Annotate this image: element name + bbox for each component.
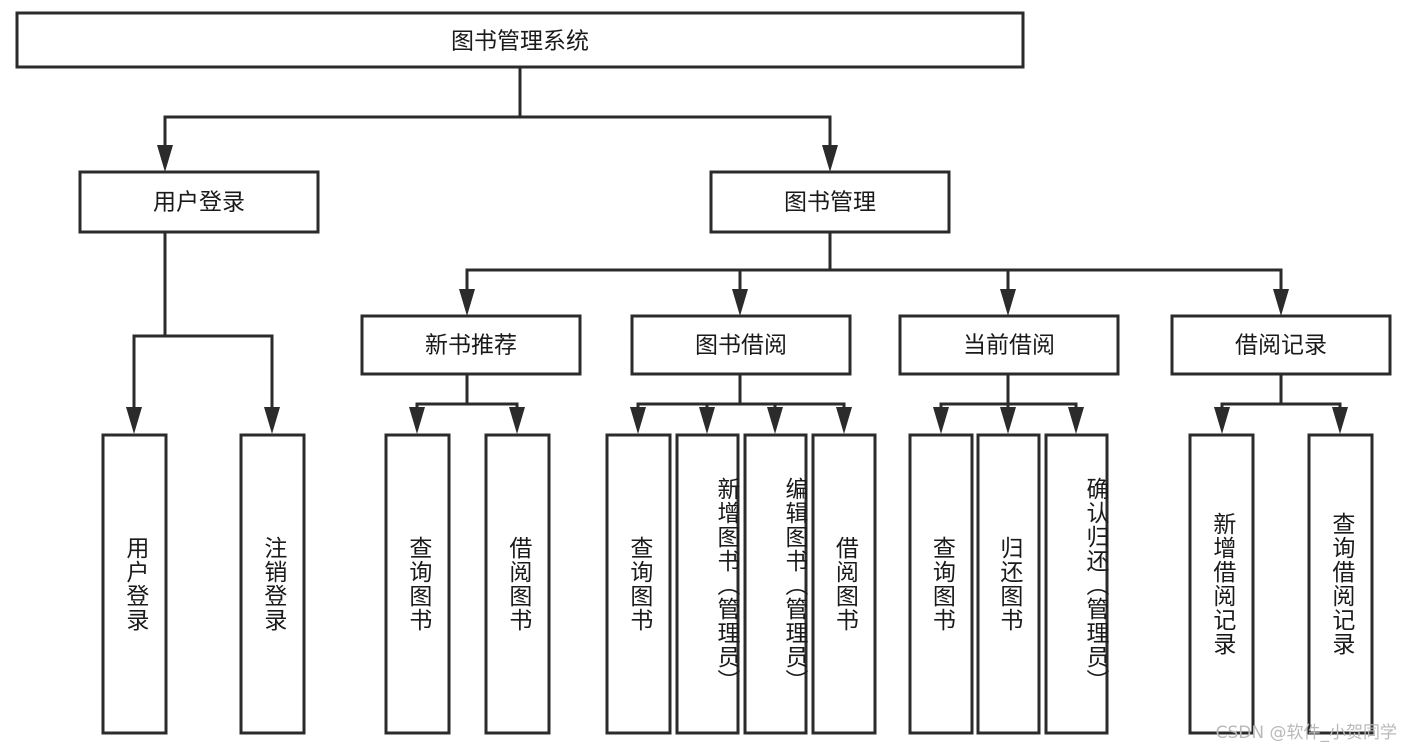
leaf-borrow-book-2-box[interactable] xyxy=(811,433,877,735)
node-book-mgmt[interactable]: 图书管理 xyxy=(709,170,951,234)
node-user-login[interactable]: 用户登录 xyxy=(78,170,320,234)
node-root[interactable]: 图书管理系统 xyxy=(15,11,1025,69)
edge-group-current-borrow xyxy=(933,372,1084,434)
arrow-head-icon xyxy=(1332,407,1348,434)
node-root-label: 图书管理系统 xyxy=(451,29,589,55)
arrow-head-icon xyxy=(836,407,852,434)
node-new-book-rec[interactable]: 新书推荐 xyxy=(360,314,582,376)
arrow-head-icon xyxy=(699,407,715,434)
leaf-user-login-box[interactable] xyxy=(101,433,168,735)
edge-group-new-book-rec xyxy=(409,372,525,434)
arrow-head-icon xyxy=(126,407,142,434)
arrow-head-icon xyxy=(767,407,783,434)
arrow-head-icon xyxy=(933,407,949,434)
node-new-book-rec-label: 新书推荐 xyxy=(425,333,517,359)
leaf-query-book-3-box[interactable] xyxy=(908,433,974,735)
node-borrow-record-label: 借阅记录 xyxy=(1235,333,1327,359)
leaf-return-book-box[interactable] xyxy=(976,433,1041,735)
leaf-query-book-2-box[interactable] xyxy=(605,433,672,735)
arrow-head-icon xyxy=(1273,289,1289,316)
node-borrow-record[interactable]: 借阅记录 xyxy=(1170,314,1392,376)
node-borrow-record-box[interactable] xyxy=(1170,314,1392,376)
node-book-mgmt-box[interactable] xyxy=(709,170,951,234)
node-book-borrow[interactable]: 图书借阅 xyxy=(630,314,852,376)
arrow-head-icon xyxy=(822,145,838,172)
edge-group-root xyxy=(157,65,838,172)
leaf-query-record-box[interactable] xyxy=(1307,433,1374,735)
arrow-head-icon xyxy=(1000,407,1016,434)
leaf-borrow-book-1-box[interactable] xyxy=(484,433,551,735)
arrow-head-icon xyxy=(1000,289,1016,316)
edge-group-user-login xyxy=(126,230,280,434)
node-root-box[interactable] xyxy=(15,11,1025,69)
node-current-borrow-label: 当前借阅 xyxy=(963,333,1055,359)
node-book-mgmt-label: 图书管理 xyxy=(784,190,876,216)
arrow-head-icon xyxy=(732,289,748,316)
node-current-borrow-box[interactable] xyxy=(898,314,1120,376)
node-new-book-rec-box[interactable] xyxy=(360,314,582,376)
edge-group-book-borrow xyxy=(630,372,852,434)
arrow-head-icon xyxy=(1214,407,1230,434)
edge-group-borrow-record xyxy=(1214,372,1348,434)
node-current-borrow[interactable]: 当前借阅 xyxy=(898,314,1120,376)
leaf-user-logout-box[interactable] xyxy=(239,433,306,735)
arrow-head-icon xyxy=(509,407,525,434)
leaf-confirm-return-box[interactable] xyxy=(1044,433,1109,735)
arrow-head-icon xyxy=(157,145,173,172)
arrow-head-icon xyxy=(409,407,425,434)
leaf-edit-book-box[interactable] xyxy=(743,433,808,735)
node-book-borrow-label: 图书借阅 xyxy=(695,333,787,359)
leaf-add-book-box[interactable] xyxy=(675,433,740,735)
node-user-login-label: 用户登录 xyxy=(153,190,245,216)
arrow-head-icon xyxy=(459,289,475,316)
arrow-head-icon xyxy=(264,407,280,434)
edge-group-book-mgmt xyxy=(459,230,1289,316)
node-user-login-box[interactable] xyxy=(78,170,320,234)
leaf-add-record-box[interactable] xyxy=(1188,433,1255,735)
arrow-head-icon xyxy=(630,407,646,434)
leaf-query-book-1-box[interactable] xyxy=(384,433,451,735)
node-book-borrow-box[interactable] xyxy=(630,314,852,376)
arrow-head-icon xyxy=(1068,407,1084,434)
